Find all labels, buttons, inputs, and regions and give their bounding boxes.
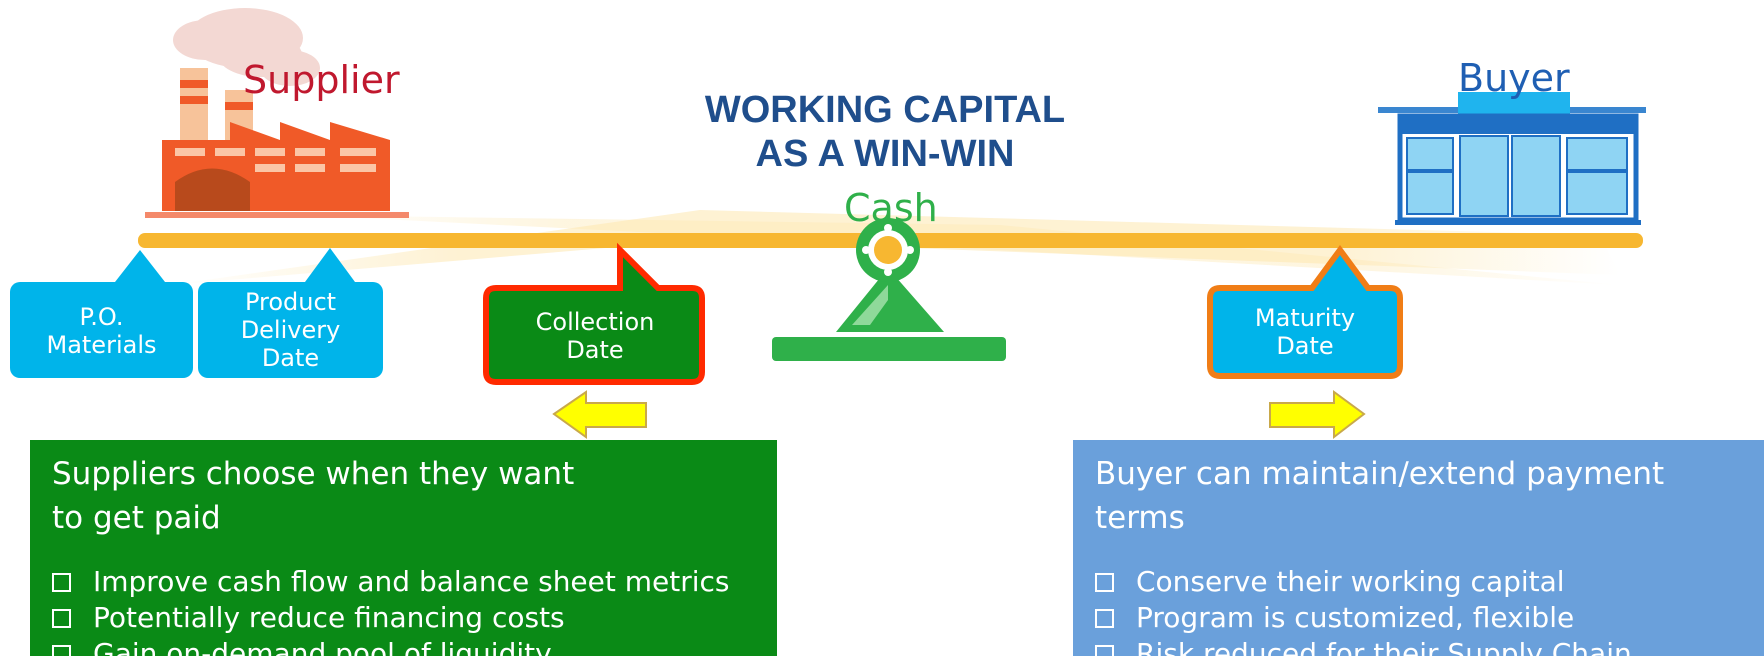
checkbox-icon	[52, 644, 71, 664]
title-line-1: WORKING CAPITAL	[704, 89, 1066, 131]
list-item: Program is customized, flexible	[1095, 600, 1632, 636]
list-item-text: Conserve their working capital	[1136, 565, 1565, 598]
buyer-benefits-panel: Buyer can maintain/extend payment terms …	[1073, 440, 1764, 670]
checkbox-icon	[52, 572, 71, 592]
product-delivery-text: Product Delivery Date	[240, 288, 341, 372]
buyer-panel-heading: Buyer can maintain/extend payment terms	[1095, 456, 1665, 536]
collection-date-text: Collection Date	[535, 308, 655, 364]
list-item: Risk reduced for their Supply Chain	[1095, 636, 1632, 672]
checkbox-icon	[52, 608, 71, 628]
buyer-label: Buyer	[1458, 56, 1570, 100]
maturity-date-text: Maturity Date	[1254, 304, 1356, 360]
arrow-right-icon	[1269, 390, 1366, 440]
list-item: Gain on-demand pool of liquidity	[52, 636, 730, 672]
list-item-text: Improve cash flow and balance sheet metr…	[93, 565, 730, 598]
po-materials-text: P.O. Materials	[46, 303, 157, 359]
list-item: Potentially reduce financing costs	[52, 600, 730, 636]
supplier-panel-heading: Suppliers choose when they want to get p…	[52, 456, 575, 536]
diagram-title: WORKING CAPITAL AS A WIN-WIN	[650, 88, 1120, 176]
store-icon	[1378, 92, 1646, 225]
supplier-label: Supplier	[243, 58, 400, 102]
factory-icon	[145, 8, 409, 218]
arrow-left-icon	[552, 390, 647, 439]
seesaw-diagram	[10, 8, 1646, 440]
checkbox-icon	[1095, 644, 1114, 664]
title-line-2: AS A WIN-WIN	[755, 133, 1015, 175]
maturity-date-bubble	[1207, 244, 1403, 379]
light-rays	[170, 210, 1620, 285]
collection-date-bubble	[483, 242, 705, 385]
list-item-text: Potentially reduce financing costs	[93, 601, 565, 634]
po-materials-bubble	[10, 250, 193, 378]
cash-label: Cash	[844, 186, 938, 230]
scale-pivot-icon	[772, 218, 1006, 361]
list-item: Conserve their working capital	[1095, 564, 1632, 600]
list-item-text: Program is customized, flexible	[1136, 601, 1575, 634]
supplier-benefits-panel: Suppliers choose when they want to get p…	[30, 440, 777, 670]
checkbox-icon	[1095, 608, 1114, 628]
checkbox-icon	[1095, 572, 1114, 592]
product-delivery-bubble	[198, 248, 383, 378]
list-item: Improve cash flow and balance sheet metr…	[52, 564, 730, 600]
list-item-text: Gain on-demand pool of liquidity	[93, 637, 552, 670]
list-item-text: Risk reduced for their Supply Chain	[1136, 637, 1632, 670]
